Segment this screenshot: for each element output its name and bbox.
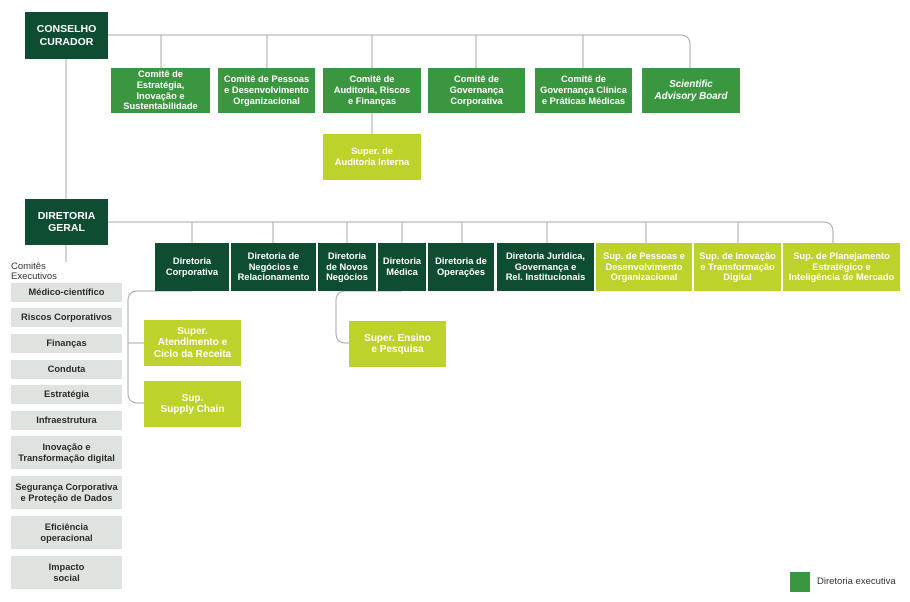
comite-exec-label: Inovação e Transformação digital [18, 441, 115, 463]
sup-inovacao-label: Sup. de Inovação e Transformação Digital [699, 250, 776, 283]
super-auditoria-interna-box: Super. de Auditoria Interna [323, 134, 421, 180]
comite-pessoas-box: Comitê de Pessoas e Desenvolvimento Orga… [218, 68, 315, 113]
sup-supply-chain-box: Sup. Supply Chain [144, 381, 241, 427]
comite-exec-label: Impacto social [48, 561, 85, 583]
comite-exec-estrategia: Estratégia [11, 385, 122, 404]
scientific-advisory-board-box: Scientific Advisory Board [642, 68, 740, 113]
comite-exec-eficiencia: Eficiência operacional [11, 516, 122, 549]
diretoria-operacoes-box: Diretoria de Operações [428, 243, 494, 291]
conselho-curador-box: CONSELHO CURADOR [25, 12, 108, 59]
diretoria-geral-box: DIRETORIA GERAL [25, 199, 108, 245]
comite-exec-financas: Finanças [11, 334, 122, 353]
sup-inovacao-box: Sup. de Inovação e Transformação Digital [694, 243, 781, 291]
diretoria-medica-box: Diretoria Médica [378, 243, 426, 291]
connector-conselho-committees [108, 34, 691, 68]
comite-estrategia-label: Comitê de Estratégia, Inovação e Sustent… [123, 69, 198, 112]
connector-diretoria-areas [108, 221, 834, 243]
comites-executivos-heading: Comitês Executivos [11, 261, 57, 282]
scientific-advisory-board-label: Scientific Advisory Board [654, 79, 728, 102]
comite-exec-seguranca: Segurança Corporativa e Proteção de Dado… [11, 476, 122, 509]
comite-exec-label: Conduta [47, 364, 86, 375]
diretoria-novos-negocios-label: Diretoria de Novos Negócios [326, 250, 368, 283]
legend-label: Diretoria executiva [817, 576, 896, 587]
comite-governanca-label: Comitê de Governança Corporativa [449, 74, 504, 106]
sup-planejamento-box: Sup. de Planejamento Estratégico e Intel… [783, 243, 900, 291]
diretoria-operacoes-label: Diretoria de Operações [435, 256, 487, 277]
sup-pessoas-label: Sup. de Pessoas e Desenvolvimento Organi… [603, 250, 685, 283]
super-auditoria-interna-label: Super. de Auditoria Interna [334, 146, 410, 167]
comite-exec-label: Infraestrutura [36, 415, 97, 426]
diretoria-corporativa-box: Diretoria Corporativa [155, 243, 229, 291]
super-ensino-pesquisa-label: Super. Ensino e Pesquisa [364, 332, 431, 356]
sup-supply-chain-label: Sup. Supply Chain [160, 392, 225, 416]
super-ensino-pesquisa-box: Super. Ensino e Pesquisa [349, 321, 446, 367]
connector-medica-sub [335, 290, 402, 344]
comite-exec-label: Segurança Corporativa e Proteção de Dado… [15, 481, 118, 503]
comite-governanca-clinica-box: Comitê de Governança Clínica e Práticas … [535, 68, 632, 113]
comite-governanca-clinica-label: Comitê de Governança Clínica e Práticas … [540, 74, 627, 106]
comite-exec-conduta: Conduta [11, 360, 122, 379]
comite-auditoria-box: Comitê de Auditoria, Riscos e Finanças [323, 68, 421, 113]
diretoria-corporativa-label: Diretoria Corporativa [165, 256, 219, 277]
diretoria-geral-label: DIRETORIA GERAL [37, 209, 96, 234]
comite-exec-label: Médico-científico [28, 287, 105, 298]
comite-exec-medico-cientifico: Médico-científico [11, 283, 122, 302]
diretoria-novos-negocios-box: Diretoria de Novos Negócios [318, 243, 376, 291]
comite-exec-riscos: Riscos Corporativos [11, 308, 122, 327]
super-atendimento-box: Super. Atendimento e Ciclo da Receita [144, 320, 241, 366]
super-atendimento-label: Super. Atendimento e Ciclo da Receita [153, 325, 232, 360]
sup-pessoas-box: Sup. de Pessoas e Desenvolvimento Organi… [596, 243, 692, 291]
comite-exec-label: Estratégia [44, 389, 89, 400]
comite-exec-inovacao: Inovação e Transformação digital [11, 436, 122, 469]
connector-corporativa-subs [127, 290, 192, 404]
diretoria-negocios-box: Diretoria de Negócios e Relacionamento [231, 243, 316, 291]
diretoria-medica-label: Diretoria Médica [382, 256, 422, 277]
comite-exec-label: Riscos Corporativos [21, 312, 112, 323]
comite-governanca-box: Comitê de Governança Corporativa [428, 68, 525, 113]
comite-exec-label: Eficiência operacional [40, 521, 93, 543]
legend-swatch [790, 572, 810, 592]
diretoria-juridica-box: Diretoria Jurídica, Governança e Rel. In… [497, 243, 594, 291]
comite-estrategia-box: Comitê de Estratégia, Inovação e Sustent… [111, 68, 210, 113]
comite-exec-impacto-social: Impacto social [11, 556, 122, 589]
diretoria-negocios-label: Diretoria de Negócios e Relacionamento [237, 250, 310, 283]
comite-pessoas-label: Comitê de Pessoas e Desenvolvimento Orga… [223, 74, 310, 106]
diretoria-juridica-label: Diretoria Jurídica, Governança e Rel. In… [505, 250, 586, 283]
comite-auditoria-label: Comitê de Auditoria, Riscos e Finanças [333, 74, 411, 106]
comite-exec-infraestrutura: Infraestrutura [11, 411, 122, 430]
comite-exec-label: Finanças [46, 338, 87, 349]
conselho-curador-label: CONSELHO CURADOR [36, 23, 97, 48]
sup-planejamento-label: Sup. de Planejamento Estratégico e Intel… [788, 250, 895, 283]
